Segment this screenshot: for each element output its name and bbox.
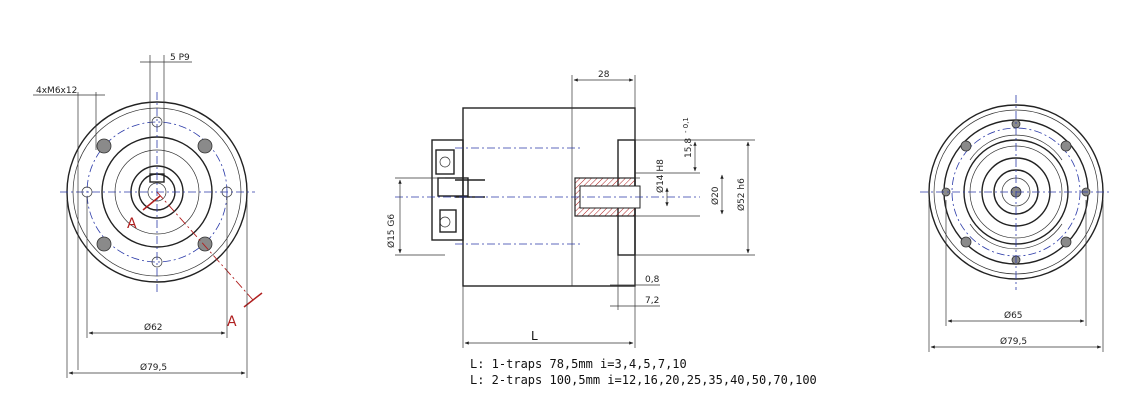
pcd-label: Ø62 [144,322,163,333]
right-hole-1 [960,140,972,152]
dim08-label: 0,8 [645,275,660,285]
dim72-label: 7,2 [645,296,659,306]
dim52-label: Ø52 h6 [736,178,747,211]
clamp-detail-2 [437,177,469,197]
right-hole-3 [960,236,972,248]
dim28-label: 28 [598,70,610,80]
right-hole-2 [1060,140,1072,152]
left-hole-br [197,236,213,252]
length-label: L [531,329,538,343]
clamp-body [431,139,464,241]
right-clamp-ring [969,134,1063,161]
r65-label: Ø65 [1004,310,1023,321]
left-hole-bl [96,236,112,252]
dim15_8-tol: - 0,1 [682,117,690,133]
left-hole-tl [96,138,112,154]
left-hole-tr [197,138,213,154]
dim15_8-label: 15,8 [684,138,694,158]
clamp-detail-3 [439,209,457,233]
section-mark-upper: A [127,216,137,232]
side-view: 28 15,8 - 0,1 Ø14 H8 Ø20 Ø52 h6 Ø15 G6 0… [386,70,817,387]
dim14-label: Ø14 H8 [655,159,666,193]
thread-label: 4xM6x12 [36,86,77,96]
clamp-screw-1 [439,156,451,168]
note-line-1: L: 1-traps 78,5mm i=3,4,5,7,10 [470,357,687,371]
section-arrow-start [142,195,161,211]
right-view: Ø65 Ø79,5 [920,95,1112,352]
left-view: A A 5 P9 4xM6x12 Ø62 Ø79,5 [33,53,263,378]
section-line [156,191,254,301]
note-line-2: L: 2-traps 100,5mm i=12,16,20,25,35,40,5… [470,373,817,387]
flange-label: Ø79,5 [140,362,167,373]
dim20-label: Ø20 [710,186,721,205]
keyway-label: 5 P9 [170,53,190,63]
section-mark-lower: A [227,314,237,330]
clamp-screw-2 [439,216,451,228]
right-hole-4 [1060,236,1072,248]
r795-label: Ø79,5 [1000,336,1027,347]
dim15-label: Ø15 G6 [386,214,397,248]
clamp-detail-1 [435,149,455,175]
right-clamp-ring-2 [969,223,1063,250]
